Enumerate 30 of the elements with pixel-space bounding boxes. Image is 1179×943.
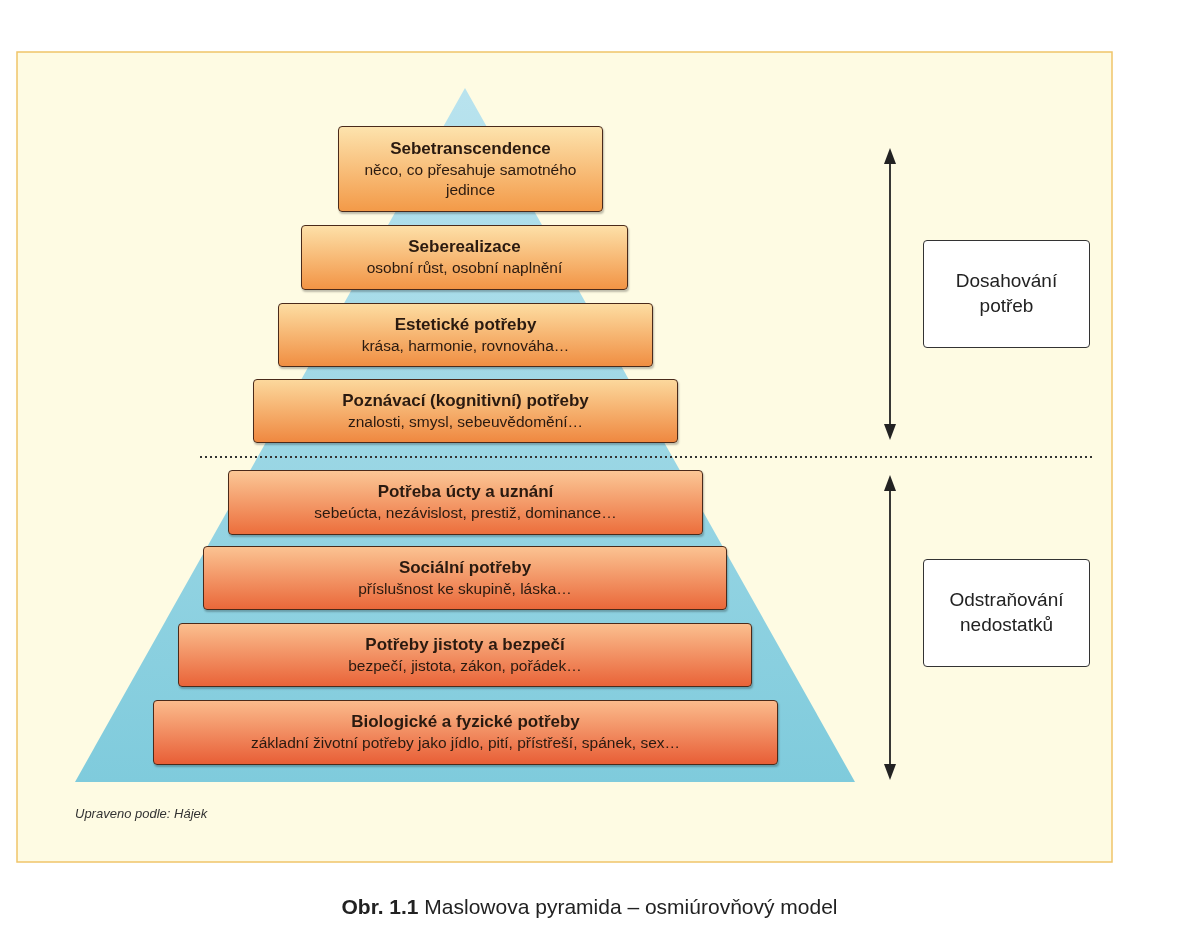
- level-box: [228, 470, 703, 535]
- level-title: Estetické potřeby: [394, 313, 537, 336]
- level-description: sebeúcta, nezávislost, prestiž, dominance…: [314, 503, 617, 524]
- level-title: Sociální potřeby: [398, 556, 532, 579]
- level-title: Potřeby jistoty a bezpečí: [365, 633, 565, 656]
- level-title: Dosahování potřeb: [954, 269, 1059, 318]
- level-title: Biologické a fyzické potřeby: [351, 711, 580, 734]
- level-box: [253, 379, 678, 443]
- level-title: Odstraňování nedostatků: [948, 588, 1065, 637]
- level-box: [178, 623, 752, 687]
- level-title: Seberealizace: [408, 236, 521, 259]
- level-description: bezpečí, jistota, zákon, pořádek…: [348, 655, 582, 676]
- figure-caption: Obr. 1.1 Maslowova pyramida – osmiúrovňový model: [340, 895, 839, 919]
- level-description: základní životní potřeby jako jídlo, pití, přístřeší, spánek, sex…: [250, 733, 680, 754]
- source-note: Upraveno podle: Hájek: [75, 806, 208, 821]
- level-title: Potřeba úcty a uznání: [377, 481, 554, 504]
- range-box: [923, 559, 1090, 667]
- level-description: něco, co přesahuje samotného jedince: [363, 159, 578, 201]
- level-description: krása, harmonie, rovnováha…: [361, 335, 570, 356]
- level-box: [153, 700, 778, 765]
- level-description: znalosti, smysl, sebeuvědomění…: [347, 411, 584, 432]
- level-box: [278, 303, 653, 367]
- level-title: Sebetranscendence: [390, 137, 551, 160]
- level-title: Poznávací (kognitivní) potřeby: [342, 389, 589, 412]
- level-box: [203, 546, 727, 610]
- level-box: [338, 126, 603, 212]
- level-box: [301, 225, 628, 290]
- level-description: osobní růst, osobní naplnění: [366, 258, 563, 279]
- level-description: příslušnost ke skupině, láska…: [358, 578, 572, 599]
- range-box: [923, 240, 1090, 348]
